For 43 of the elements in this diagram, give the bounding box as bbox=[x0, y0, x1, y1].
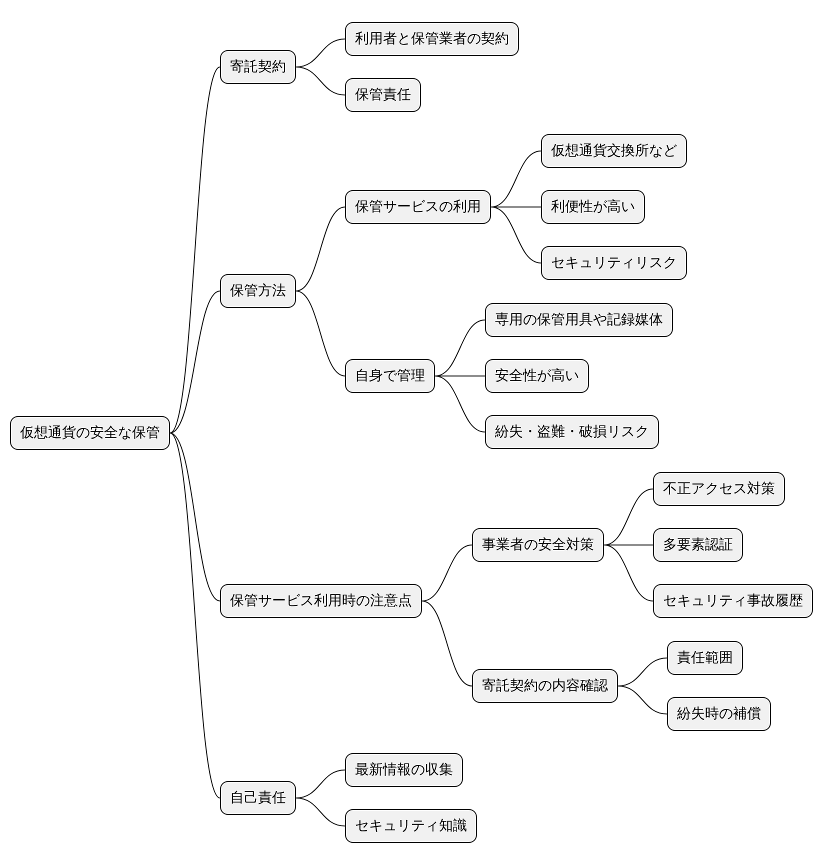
topic-box: 責任範囲 bbox=[667, 641, 743, 675]
connector-line bbox=[422, 544, 472, 602]
topic-box: 寄託契約 bbox=[220, 50, 296, 84]
connector-line bbox=[604, 544, 654, 546]
topic-box: 仮想通貨の安全な保管 bbox=[10, 416, 170, 450]
topic-box: セキュリティリスク bbox=[541, 246, 687, 280]
connector-line bbox=[296, 206, 346, 292]
topic-box: 事業者の安全対策 bbox=[472, 528, 604, 562]
connector-line bbox=[296, 66, 346, 96]
connector-line bbox=[490, 150, 542, 208]
topic-box: 自身で管理 bbox=[345, 359, 435, 393]
connector-line bbox=[604, 488, 654, 546]
topic-box: 安全性が高い bbox=[485, 359, 589, 393]
topic-box: 専用の保管用具や記録媒体 bbox=[485, 303, 673, 337]
connector-line bbox=[170, 432, 220, 798]
connector-line bbox=[618, 686, 668, 714]
connector-line bbox=[170, 66, 220, 434]
connector-line bbox=[604, 544, 654, 602]
topic-box: 保管責任 bbox=[345, 78, 421, 112]
connector-line bbox=[490, 206, 542, 264]
topic-box: 紛失・盗難・破損リスク bbox=[485, 415, 659, 449]
connector-line bbox=[434, 376, 486, 432]
topic-box: セキュリティ知識 bbox=[345, 809, 477, 843]
topic-box: 利便性が高い bbox=[541, 190, 645, 224]
topic-box: 紛失時の補償 bbox=[667, 697, 771, 731]
connector-line bbox=[296, 798, 346, 826]
connector-line bbox=[490, 206, 542, 208]
topic-box: 自己責任 bbox=[220, 781, 296, 815]
connector-line bbox=[422, 600, 472, 686]
connector-line bbox=[296, 290, 346, 376]
topic-box: 多要素認証 bbox=[653, 528, 743, 562]
topic-box: 保管サービスの利用 bbox=[345, 190, 491, 224]
topic-box: 保管方法 bbox=[220, 274, 296, 308]
connector-line bbox=[170, 432, 220, 602]
topic-box: 寄託契約の内容確認 bbox=[472, 669, 618, 703]
topic-box: 保管サービス利用時の注意点 bbox=[220, 584, 422, 618]
connector-line bbox=[170, 290, 220, 434]
topic-box: 最新情報の収集 bbox=[345, 753, 463, 787]
topic-box: 利用者と保管業者の契約 bbox=[345, 22, 519, 56]
topic-box: 不正アクセス対策 bbox=[653, 472, 785, 506]
connector-line bbox=[434, 320, 486, 376]
topic-box: 仮想通貨交換所など bbox=[541, 134, 687, 168]
topic-box: セキュリティ事故履歴 bbox=[653, 584, 813, 618]
